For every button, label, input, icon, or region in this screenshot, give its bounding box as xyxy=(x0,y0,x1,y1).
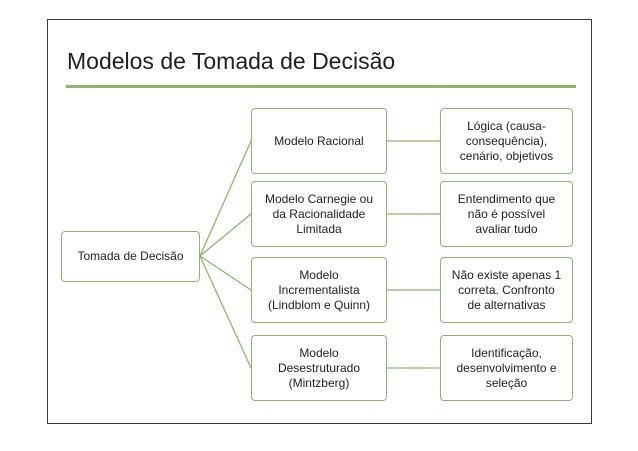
root-node-label: Tomada de Decisão xyxy=(77,249,184,263)
model-label: Modelo Incrementalista (Lindblom e Quinn… xyxy=(267,267,371,312)
detail-node-unstructured: Identificação, desenvolvimento e seleção xyxy=(440,335,573,401)
slide-title: Modelos de Tomada de Decisão xyxy=(67,48,396,74)
model-label: Modelo Carnegie ou da Racionalidade Limi… xyxy=(264,191,374,236)
detail-node-incremental: Não existe apenas 1 correta. Confronto d… xyxy=(440,257,573,323)
connector-root-model-3 xyxy=(199,255,252,291)
model-node-incremental: Modelo Incrementalista (Lindblom e Quinn… xyxy=(251,257,387,323)
title-underline xyxy=(66,85,576,88)
model-label: Modelo Racional xyxy=(274,133,364,148)
model-label: Modelo Desestruturado (Mintzberg) xyxy=(277,345,361,390)
connector-root-model-4 xyxy=(199,255,252,369)
detail-label: Não existe apenas 1 correta. Confronto d… xyxy=(451,267,562,312)
detail-label: Identificação, desenvolvimento e seleção xyxy=(456,345,557,390)
connector-root-model-1 xyxy=(199,140,252,257)
model-node-unstructured: Modelo Desestruturado (Mintzberg) xyxy=(251,335,387,401)
model-node-rational: Modelo Racional xyxy=(251,108,387,174)
connector-root-model-2 xyxy=(199,213,252,257)
detail-node-rational: Lógica (causa- consequência), cenário, o… xyxy=(440,108,573,174)
detail-label: Lógica (causa- consequência), cenário, o… xyxy=(459,118,554,163)
detail-label: Entendimento que não é possível avaliar … xyxy=(457,191,556,236)
detail-node-carnegie: Entendimento que não é possível avaliar … xyxy=(440,181,573,247)
root-node: Tomada de Decisão xyxy=(61,231,200,282)
model-node-carnegie: Modelo Carnegie ou da Racionalidade Limi… xyxy=(251,181,387,247)
